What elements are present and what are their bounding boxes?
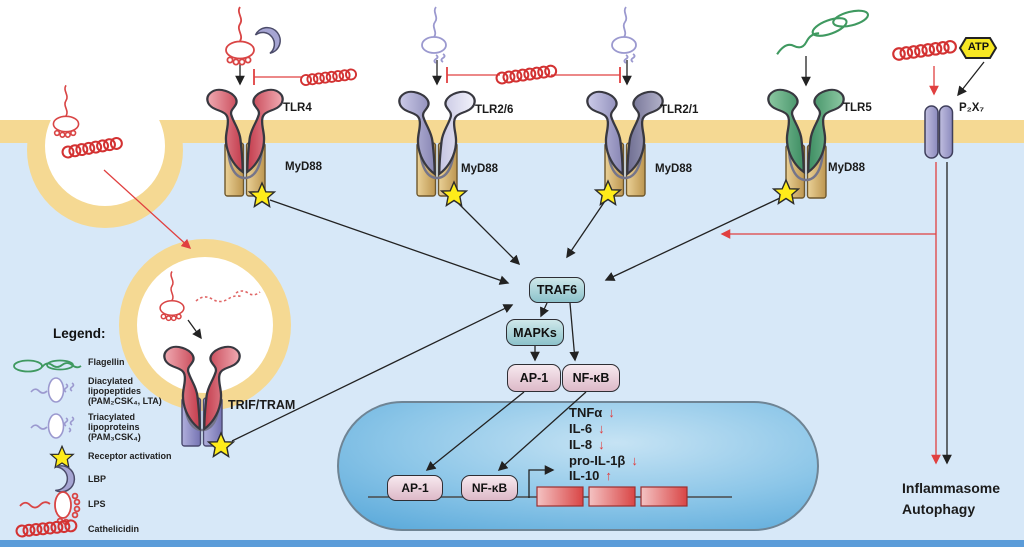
p2x7-channel (924, 105, 954, 159)
legend-item-diacylated: Diacylated lipopeptides (PAM₂CSK₄, LTA) (88, 376, 162, 406)
myd88-label-tlr5: MyD88 (828, 162, 866, 174)
inhibition-tbar-tlr4 (253, 69, 302, 85)
gene-box (640, 486, 688, 507)
myd88-label-tlr26: MyD88 (461, 163, 499, 175)
tlr4-label: TLR4 (283, 102, 312, 114)
tlr5-label: TLR5 (843, 102, 872, 114)
tlr4-complex (206, 88, 284, 208)
triacylated-lipoproteins-icon (30, 413, 75, 439)
p2x7-label: P₂X₇ (959, 102, 985, 114)
inflammasome-label: Inflammasome (902, 480, 1001, 496)
up-arrow-icon: ↑ (605, 468, 612, 483)
extracellular-space (0, 0, 1024, 120)
cytokine-name: IL-6 (569, 421, 593, 436)
cytokine-row-tnfa: TNFα ↓ (569, 405, 615, 420)
legend-item-triacylated: Triacylated lipoproteins (PAM₃CSK₄) (88, 412, 141, 442)
legend-item-flagellin: Flagellin (88, 357, 125, 367)
myd88-label-tlr21: MyD88 (655, 163, 693, 175)
cathelicidin-effect-arrows (103, 66, 941, 465)
endosomal-tlr4-complex (163, 345, 241, 458)
legend-item-lps: LPS (88, 499, 106, 509)
traf6-node: TRAF6 (529, 277, 585, 303)
legend-item-cathelicidin: Cathelicidin (88, 524, 140, 534)
cytokine-row-il10: IL-10 ↑ (569, 468, 612, 483)
down-arrow-icon: ↓ (598, 421, 605, 436)
cytokine-name: pro-IL-1β (569, 453, 626, 468)
down-arrow-icon: ↓ (631, 453, 638, 468)
legend-item-receptor-activation: Receptor activation (88, 451, 172, 461)
nfkb-node: NF-κB (562, 364, 620, 392)
tlr21-complex (586, 90, 664, 206)
degraded-cathelicidin (195, 290, 261, 303)
inhibition-tbar-tlr26 (446, 67, 500, 83)
legend-item-lbp: LBP (88, 474, 106, 484)
mapks-node: MAPKs (506, 319, 564, 346)
tlr5-complex (767, 88, 845, 205)
autophagy-label: Autophagy (902, 501, 976, 517)
myd88-label-tlr4: MyD88 (285, 161, 323, 173)
trif-tram-label: TRIF/TRAM (228, 398, 296, 412)
signal-arrows (187, 56, 985, 471)
nucleus (337, 401, 819, 531)
bottom-border (0, 540, 1024, 547)
transcription-arrow (528, 465, 555, 498)
cytokine-row-il6: IL-6 ↓ (569, 421, 605, 436)
inhibition-tbar-tlr21 (551, 67, 621, 83)
cytokine-name: IL-10 (569, 468, 600, 483)
lps-icon (19, 491, 81, 526)
tlr26-complex (398, 90, 476, 207)
tlr21-label: TLR2/1 (660, 104, 699, 116)
nucleus-nfkb-node: NF-κB (461, 475, 518, 501)
cytokine-row-il8: IL-8 ↓ (569, 437, 605, 452)
down-arrow-icon: ↓ (608, 405, 615, 420)
cytokine-row-proil1b: pro-IL-1β ↓ (569, 453, 638, 468)
legend-icons (13, 359, 82, 539)
nucleus-ap1-node: AP-1 (387, 475, 443, 501)
ap1-node: AP-1 (507, 364, 561, 392)
diacylated-lipopeptides-icon (30, 377, 75, 403)
flagellin-icon (13, 359, 82, 373)
gene-box (588, 486, 636, 507)
down-arrow-icon: ↓ (598, 437, 605, 452)
atp-label: ATP (967, 41, 990, 53)
legend-title: Legend: (53, 326, 106, 341)
cytokine-name: TNFα (569, 405, 603, 420)
atp-hexagon (958, 37, 998, 59)
tlr26-label: TLR2/6 (475, 104, 514, 116)
cytokine-name: IL-8 (569, 437, 593, 452)
gene-box (536, 486, 584, 507)
